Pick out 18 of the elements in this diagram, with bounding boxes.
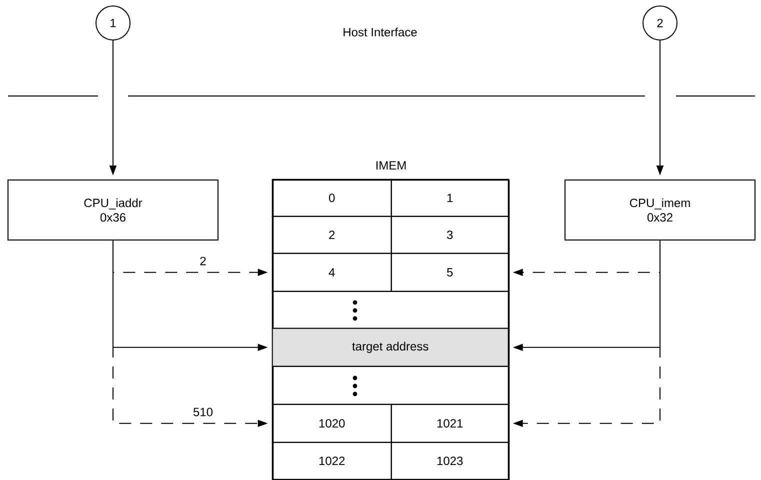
memory-cell: 3 bbox=[390, 216, 509, 254]
node-label: IMEM bbox=[376, 161, 406, 170]
memory-cell: target address bbox=[272, 328, 509, 367]
edge-label: 510 bbox=[192, 406, 214, 418]
memory-cell: 5 bbox=[390, 252, 509, 292]
memory-cell: 1020 bbox=[272, 404, 392, 443]
memory-cell: 1023 bbox=[390, 442, 509, 480]
ellipsis-cell bbox=[272, 366, 509, 405]
memory-cell: 1022 bbox=[272, 442, 392, 480]
memory-cell: 1 bbox=[390, 178, 509, 217]
register-box: CPU_imem 0x32 bbox=[564, 180, 756, 240]
memory-cell: 2 bbox=[272, 216, 392, 254]
memory-cell: 1021 bbox=[390, 404, 509, 443]
edge-label: 2 bbox=[198, 256, 208, 266]
memory-cell: 0 bbox=[272, 178, 392, 217]
memory-cell: 4 bbox=[272, 252, 392, 292]
interface-title: Host Interface bbox=[344, 28, 417, 36]
register-box: CPU_iaddr 0x36 bbox=[8, 180, 218, 240]
